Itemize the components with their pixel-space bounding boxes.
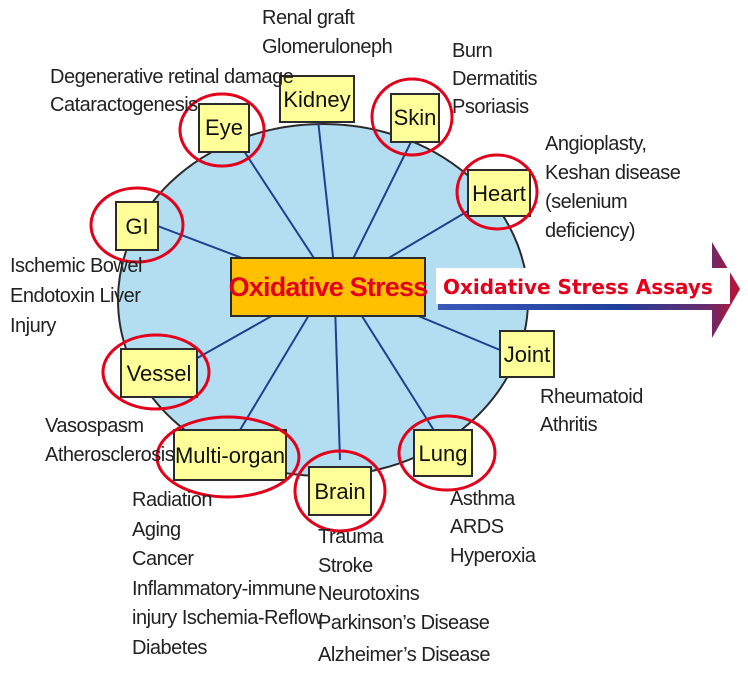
- node-brain: Brain: [308, 466, 372, 516]
- node-vessel: Vessel: [120, 348, 198, 398]
- condition-text: Degenerative retinal damage: [50, 66, 294, 88]
- conditions-vessel: Vasospasm Atherosclerosis: [45, 415, 175, 466]
- condition-text: Athritis: [540, 414, 598, 436]
- condition-text: Cancer: [132, 548, 194, 570]
- highlight-circle-gi: [89, 186, 185, 264]
- node-label: Vessel: [127, 361, 192, 386]
- condition-text: Asthma: [450, 488, 516, 510]
- highlight-circle-brain: [293, 449, 387, 533]
- condition-text: Glomeruloneph: [262, 36, 392, 58]
- spoke-lung: [354, 304, 441, 441]
- condition-text: injury Ischemia-Reflow: [132, 607, 323, 629]
- condition-text: Neurotoxins: [318, 583, 420, 605]
- node-lung: Lung: [413, 429, 473, 477]
- highlight-circle-heart: [455, 153, 539, 231]
- assays-arrow: Oxidative Stress Assays: [436, 242, 740, 338]
- condition-text: Cataractogenesis: [50, 94, 198, 116]
- spoke-multi-organ: [239, 304, 316, 431]
- node-label: Brain: [314, 479, 365, 504]
- condition-text: Burn: [452, 40, 492, 62]
- condition-text: Angioplasty,: [545, 133, 646, 155]
- condition-text: Trauma: [318, 526, 385, 548]
- spoke-kidney: [317, 119, 336, 276]
- spoke-brain: [334, 304, 341, 461]
- conditions-joint: Rheumatoid Athritis: [540, 386, 648, 436]
- assays-banner-label: Oxidative Stress Assays: [443, 275, 713, 299]
- condition-text: Ischemic Bowel: [10, 255, 142, 277]
- conditions-multi-organ: Radiation Aging Cancer Inflammatory-immu…: [132, 489, 327, 659]
- center-label: Oxidative Stress: [229, 272, 428, 302]
- node-skin: Skin: [390, 93, 440, 143]
- highlight-circle-eye: [178, 92, 266, 168]
- node-label: Eye: [205, 115, 243, 140]
- conditions-skin: Burn Dermatitis Psoriasis: [452, 40, 542, 118]
- node-kidney: Kidney: [279, 75, 355, 123]
- spoke-skin: [344, 139, 413, 276]
- condition-text: Alzheimer’s Disease: [318, 644, 490, 666]
- node-eye: Eye: [198, 103, 250, 153]
- condition-text: Hyperoxia: [450, 545, 537, 567]
- condition-text: Keshan disease: [545, 162, 681, 184]
- condition-text: Radiation: [132, 489, 212, 511]
- center-node: Oxidative Stress: [229, 257, 428, 317]
- banner-background: [436, 268, 730, 304]
- highlight-circle-vessel: [101, 333, 211, 411]
- condition-text: Renal graft: [262, 7, 355, 29]
- condition-text: Injury: [10, 315, 56, 337]
- node-label: Multi-organ: [175, 443, 285, 468]
- conditions-heart: Angioplasty, Keshan disease (selenium de…: [545, 133, 685, 242]
- condition-text: Aging: [132, 519, 181, 541]
- conditions-brain: Trauma Stroke Neurotoxins Parkinson’s Di…: [318, 526, 494, 666]
- condition-text: Endotoxin Liver: [10, 285, 141, 307]
- node-label: Heart: [472, 181, 526, 206]
- condition-text: Inflammatory-immune: [132, 578, 316, 600]
- condition-text: ARDS: [450, 516, 504, 538]
- highlight-circle-multi-organ: [155, 415, 301, 499]
- node-label: Lung: [419, 441, 468, 466]
- highlight-circles: [89, 77, 539, 533]
- node-label: Kidney: [283, 87, 350, 112]
- condition-text: Rheumatoid: [540, 386, 643, 408]
- condition-text: Dermatitis: [452, 68, 538, 90]
- conditions-kidney: Renal graft Glomeruloneph: [262, 7, 392, 58]
- spoke-eye: [239, 144, 326, 276]
- condition-text: Atherosclerosis: [45, 444, 175, 466]
- conditions-gi: Ischemic Bowel Endotoxin Liver Injury: [10, 255, 147, 337]
- node-gi: GI: [115, 201, 159, 251]
- node-multi-organ: Multi-organ: [173, 429, 287, 481]
- highlight-circle-skin: [370, 77, 454, 157]
- condition-text: Stroke: [318, 555, 373, 577]
- node-label: Skin: [394, 105, 437, 130]
- node-label: GI: [125, 214, 148, 239]
- condition-text: Diabetes: [132, 637, 207, 659]
- conditions-lung: Asthma ARDS Hyperoxia: [450, 488, 537, 567]
- node-heart: Heart: [467, 169, 531, 217]
- conditions-eye: Degenerative retinal damage Cataractogen…: [50, 66, 298, 116]
- condition-text: Psoriasis: [452, 96, 529, 118]
- condition-text: Vasospasm: [45, 415, 144, 437]
- condition-text: Parkinson’s Disease: [318, 612, 490, 634]
- condition-text: (selenium: [545, 191, 627, 213]
- highlight-circle-lung: [397, 414, 497, 492]
- condition-text: deficiency): [545, 220, 635, 242]
- node-label: Joint: [504, 342, 550, 367]
- node-joint: Joint: [499, 330, 555, 378]
